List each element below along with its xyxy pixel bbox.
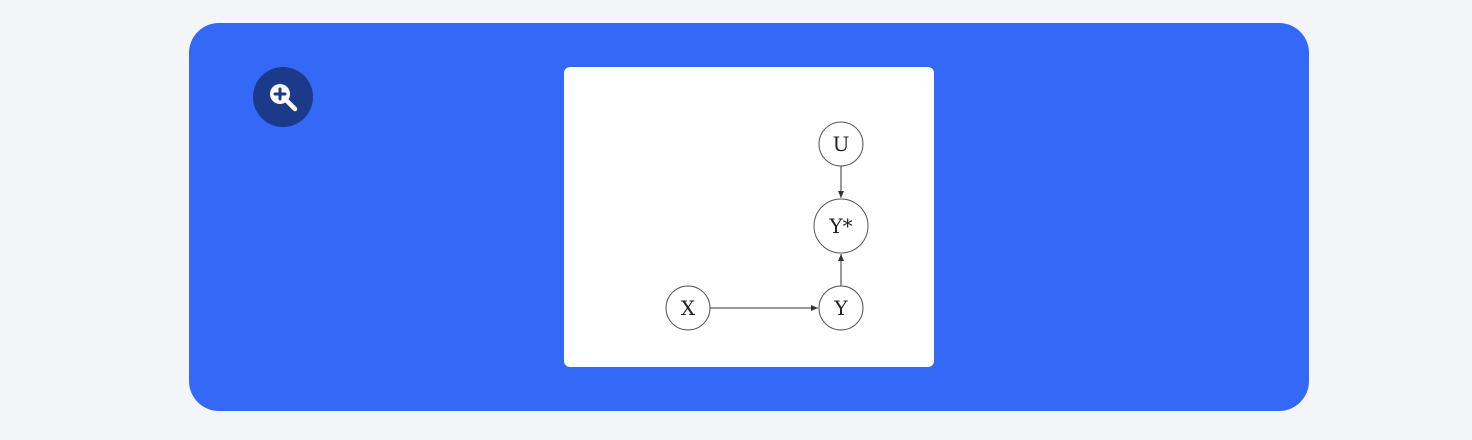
zoom-in-icon: [270, 84, 298, 112]
diagram-image: U Y* X Y: [564, 67, 934, 367]
node-label: Y: [833, 296, 848, 320]
node-circle: [665, 285, 711, 331]
node-ystar: Y*: [813, 198, 869, 254]
image-card: U Y* X Y: [189, 23, 1309, 411]
node-label: U: [833, 132, 850, 156]
node-label: X: [681, 296, 696, 320]
zoom-in-button[interactable]: [253, 67, 313, 127]
node-label: Y*: [828, 214, 852, 238]
node-circle: [818, 121, 864, 167]
node-circle: [813, 198, 869, 254]
node-y: Y: [818, 285, 864, 331]
causal-diagram: U Y* X Y: [665, 121, 869, 331]
node-u: U: [818, 121, 864, 167]
node-circle: [818, 285, 864, 331]
node-x: X: [665, 285, 711, 331]
